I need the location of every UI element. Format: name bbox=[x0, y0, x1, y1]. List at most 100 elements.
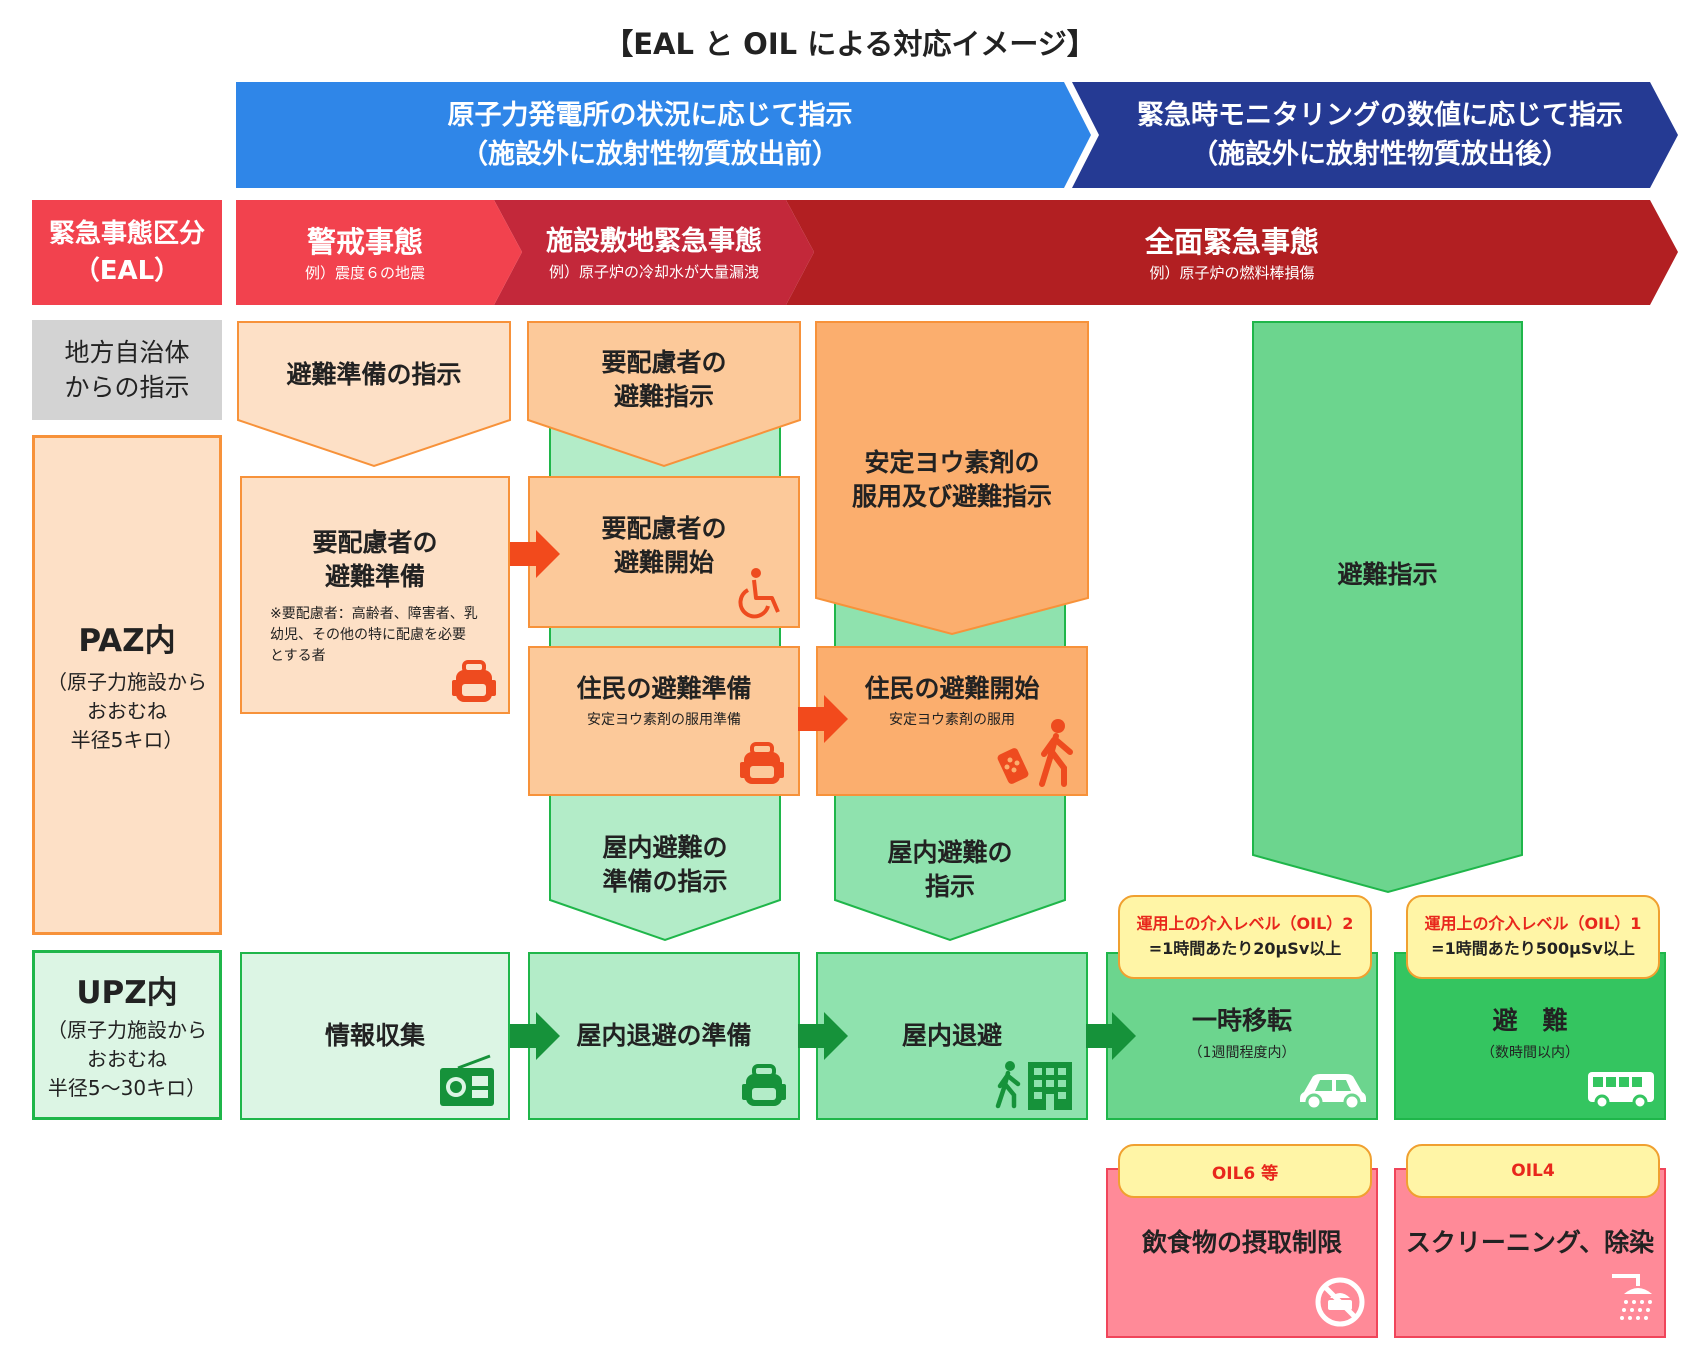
residents-start-box: 住民の避難開始 安定ヨウ素剤の服用 bbox=[816, 646, 1088, 796]
oil2-line2: =1時間あたり20μSv以上 bbox=[1148, 939, 1342, 958]
evacuation-sub: （数時間以内） bbox=[1481, 1045, 1579, 1062]
building-icon bbox=[1028, 1062, 1072, 1110]
upz-sub2: おおむね bbox=[87, 1047, 167, 1071]
arrow-right-icon bbox=[510, 530, 560, 578]
oil4-tag: OIL4 bbox=[1406, 1144, 1660, 1198]
eal-stage-2-name: 施設敷地緊急事態 bbox=[546, 226, 762, 258]
top-banner-right-line1: 緊急時モニタリングの数値に応じて指示 bbox=[1137, 99, 1623, 131]
eal-label-line1: 緊急事態区分 bbox=[48, 219, 205, 250]
upz-sub1: （原子力施設から bbox=[47, 1018, 207, 1042]
vulnerable-start-line2: 避難開始 bbox=[613, 547, 714, 577]
evac-prep-instruction: 避難準備の指示 bbox=[286, 360, 462, 390]
vulnerable-start-box: 要配慮者の 避難開始 bbox=[528, 476, 800, 628]
iodine-line1: 安定ヨウ素剤の bbox=[864, 448, 1040, 478]
oil2-line1: 運用上の介入レベル（OIL）2 bbox=[1136, 914, 1354, 934]
page-title: 【EAL と OIL による対応イメージ】 bbox=[604, 27, 1096, 61]
upz-title: UPZ内 bbox=[76, 975, 178, 1011]
eal-stage-2: 施設敷地緊急事態 例）原子炉の冷却水が大量漏洩 bbox=[522, 200, 786, 305]
residents-prep-sub: 安定ヨウ素剤の服用準備 bbox=[587, 711, 741, 728]
top-banner-right bbox=[1072, 82, 1678, 188]
screening-title: スクリーニング、除染 bbox=[1405, 1228, 1655, 1257]
bus-icon bbox=[1588, 1072, 1654, 1110]
food-restriction-title: 飲食物の摂取制限 bbox=[1141, 1228, 1342, 1257]
vulnerable-evac-line2: 避難指示 bbox=[613, 382, 714, 411]
backpack-icon bbox=[740, 742, 784, 784]
eal-stage-3-name: 全面緊急事態 bbox=[1144, 224, 1319, 259]
car-icon bbox=[1300, 1074, 1366, 1110]
shelter-title: 屋内退避 bbox=[901, 1021, 1002, 1051]
top-banner-left-line1: 原子力発電所の状況に応じて指示 bbox=[447, 99, 853, 131]
indoor-prep-line2: 準備の指示 bbox=[602, 867, 728, 896]
vulnerable-start-line1: 要配慮者の bbox=[601, 514, 727, 543]
eal-stage-1-example: 例）震度６の地震 bbox=[304, 264, 425, 283]
relocation-title: 一時移転 bbox=[1191, 1005, 1292, 1035]
indoor-prep-instruction: 屋内避難の 準備の指示 bbox=[550, 820, 780, 910]
arrow-right-icon bbox=[510, 1012, 560, 1060]
indoor-line1: 屋内避難の bbox=[887, 838, 1013, 868]
oil1-line1: 運用上の介入レベル（OIL）1 bbox=[1424, 914, 1642, 934]
info-box: 情報収集 bbox=[240, 952, 510, 1120]
iodine-line2: 服用及び避難指示 bbox=[851, 482, 1052, 511]
evacuation-box: 避 難 （数時間以内） bbox=[1394, 952, 1666, 1120]
backpack-icon bbox=[742, 1064, 786, 1106]
iodine-instruction: 安定ヨウ素剤の 服用及び避難指示 bbox=[816, 420, 1088, 540]
evac-order-instruction: 避難指示 bbox=[1337, 560, 1438, 590]
arrow-right-icon bbox=[798, 1012, 848, 1060]
oil1-tag: 運用上の介入レベル（OIL）1 =1時間あたり500μSv以上 bbox=[1406, 895, 1660, 979]
eal-stage-3: 全面緊急事態 例）原子炉の燃料棒損傷 bbox=[814, 200, 1650, 305]
eal-stage-3-example: 例）原子炉の燃料棒損傷 bbox=[1149, 264, 1315, 283]
eal-stage-arrows bbox=[236, 200, 1678, 305]
eal-label-line2: （EAL） bbox=[73, 255, 181, 286]
wheelchair-icon bbox=[738, 568, 780, 619]
top-banner-left-line2: （施設外に放射性物質放出前） bbox=[461, 139, 839, 170]
local-gov-line2: からの指示 bbox=[64, 373, 190, 402]
vulnerable-evac-instruction: 要配慮者の 避難指示 bbox=[528, 340, 800, 420]
residents-start-title: 住民の避難開始 bbox=[864, 674, 1040, 703]
arrow-right-icon bbox=[1086, 1012, 1136, 1060]
indoor-line2: 指示 bbox=[924, 872, 975, 901]
upz-label: UPZ内 （原子力施設から おおむね 半径5〜30キロ） bbox=[32, 950, 222, 1120]
residents-start-sub: 安定ヨウ素剤の服用 bbox=[889, 711, 1015, 728]
info-title: 情報収集 bbox=[324, 1021, 425, 1051]
evacuation-title: 避 難 bbox=[1492, 1005, 1568, 1035]
top-banner-left bbox=[236, 82, 1091, 188]
indoor-prep-line1: 屋内避難の bbox=[602, 833, 728, 863]
paz-label: PAZ内 （原子力施設から おおむね 半径5キロ） bbox=[32, 435, 222, 935]
backpack-icon bbox=[452, 660, 496, 702]
oil1-line2: =1時間あたり500μSv以上 bbox=[1431, 939, 1635, 958]
eal-stage-1-name: 警戒事態 bbox=[306, 224, 423, 259]
vulnerable-prep-title: 要配慮者の 避難準備 bbox=[242, 526, 508, 594]
radio-icon bbox=[440, 1054, 494, 1106]
vulnerable-prep-line1: 要配慮者の bbox=[312, 528, 438, 557]
indoor-instruction: 屋内避難の 指示 bbox=[835, 825, 1065, 915]
residents-prep-title: 住民の避難準備 bbox=[576, 674, 752, 703]
eal-label: 緊急事態区分 （EAL） bbox=[32, 200, 222, 305]
vulnerable-evac-line1: 要配慮者の bbox=[601, 348, 727, 378]
upz-sub3: 半径5〜30キロ） bbox=[47, 1076, 207, 1100]
top-banner-left-text: 原子力発電所の状況に応じて指示 （施設外に放射性物質放出前） bbox=[236, 82, 1064, 188]
shower-icon bbox=[1612, 1274, 1652, 1320]
paz-sub2: おおむね bbox=[87, 699, 167, 723]
walking-person-icon bbox=[1039, 719, 1073, 787]
local-gov-line1: 地方自治体 bbox=[64, 338, 190, 367]
shelter-prep-title: 屋内退避の準備 bbox=[576, 1021, 752, 1051]
local-gov-label: 地方自治体 からの指示 bbox=[32, 320, 222, 420]
oil6-tag: OIL6 等 bbox=[1118, 1144, 1372, 1198]
relocation-box: 一時移転 （1週間程度内） bbox=[1106, 952, 1378, 1120]
vulnerable-note: ※要配慮者：高齢者、障害者、乳幼児、その他の特に配慮を必要とする者 bbox=[270, 605, 478, 664]
arrow-right-icon bbox=[798, 695, 848, 743]
oil2-tag: 運用上の介入レベル（OIL）2 =1時間あたり20μSv以上 bbox=[1118, 895, 1372, 979]
vulnerable-prep-line2: 避難準備 bbox=[324, 561, 425, 591]
eal-stage-1: 警戒事態 例）震度６の地震 bbox=[236, 200, 494, 305]
residents-prep-box: 住民の避難準備 安定ヨウ素剤の服用準備 bbox=[528, 646, 800, 796]
pill-icon bbox=[997, 748, 1029, 784]
top-banner-right-text: 緊急時モニタリングの数値に応じて指示 （施設外に放射性物質放出後） bbox=[1100, 82, 1660, 188]
paz-title: PAZ内 bbox=[78, 623, 176, 659]
vulnerable-start-title: 要配慮者の 避難開始 bbox=[530, 512, 798, 580]
shelter-prep-box: 屋内退避の準備 bbox=[528, 952, 800, 1120]
no-food-icon bbox=[1315, 1277, 1365, 1327]
walking-person-icon bbox=[995, 1061, 1021, 1109]
paz-sub1: （原子力施設から bbox=[47, 670, 207, 694]
eal-stage-2-example: 例）原子炉の冷却水が大量漏洩 bbox=[548, 262, 759, 281]
